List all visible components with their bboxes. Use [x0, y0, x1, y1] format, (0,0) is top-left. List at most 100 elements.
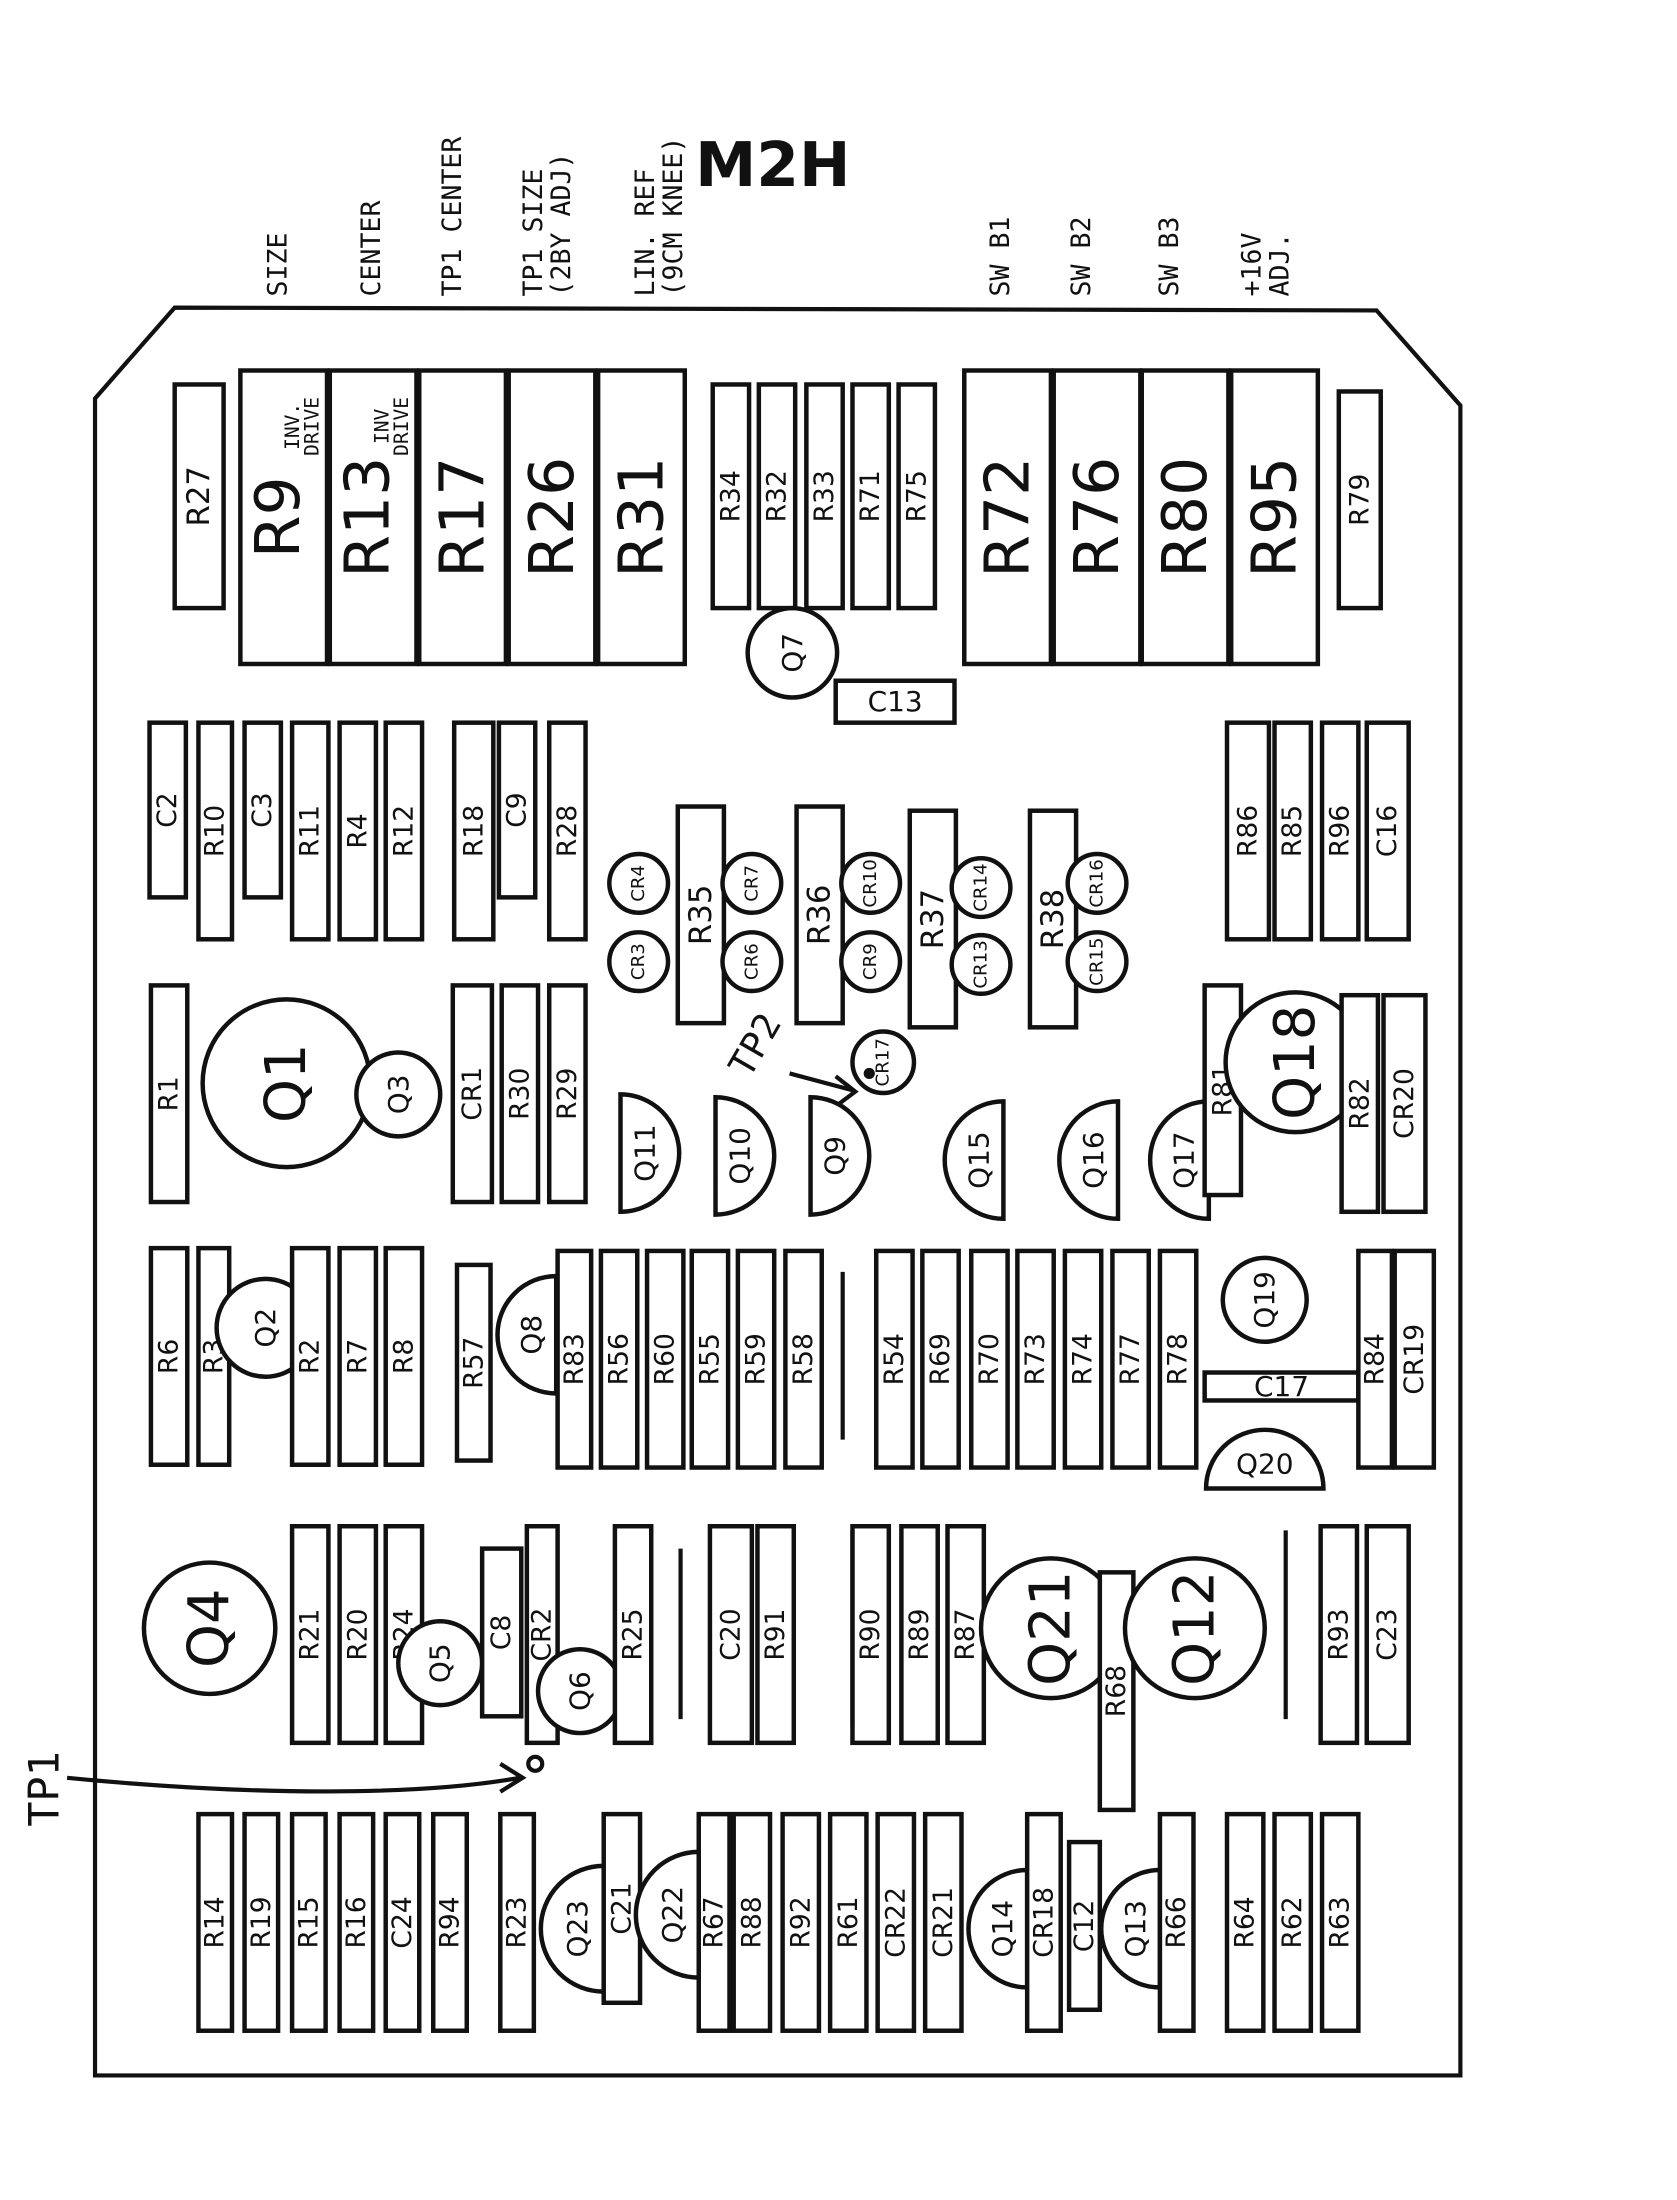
- component-r64: R64: [1224, 1811, 1266, 2033]
- component-c12: C12: [1066, 1839, 1103, 2013]
- component-c23-label: C23: [1372, 1608, 1403, 1660]
- component-r14-body: [196, 1811, 235, 2033]
- component-r74-label: R74: [1068, 1333, 1099, 1385]
- component-c9-label: C9: [502, 792, 533, 827]
- component-q2-label: Q2: [249, 1308, 282, 1348]
- component-r6: R6: [148, 1245, 190, 1467]
- component-r90: R90: [850, 1524, 892, 1746]
- component-q9: Q9: [808, 1094, 872, 1217]
- component-r78-body: [1157, 1248, 1199, 1470]
- component-c21-label: C21: [606, 1882, 637, 1934]
- component-q22: Q22: [633, 1849, 701, 1980]
- tp1-point[interactable]: [526, 1754, 545, 1773]
- component-c2-body: [147, 720, 189, 900]
- component-r34: R34: [710, 382, 752, 611]
- component-r56-body: [598, 1248, 640, 1470]
- component-r18-body: [451, 720, 496, 942]
- component-q16-label: Q16: [1077, 1131, 1110, 1189]
- component-r36-label: R36: [802, 885, 838, 945]
- component-cr21-label: CR21: [928, 1887, 959, 1958]
- component-r10: R10: [196, 720, 235, 942]
- component-r71-label: R71: [855, 470, 886, 522]
- test-point-tp1[interactable]: TP1: [20, 1751, 545, 1827]
- component-r60: R60: [644, 1248, 686, 1470]
- component-r1-body: [148, 983, 190, 1205]
- component-r78-label: R78: [1163, 1333, 1194, 1385]
- component-q9-body: [808, 1094, 872, 1217]
- component-cr21: CR21: [922, 1811, 964, 2033]
- component-c12-label: C12: [1069, 1900, 1100, 1952]
- component-r10-body: [196, 720, 235, 942]
- component-r27-label: R27: [181, 466, 217, 526]
- component-cr4: CR4: [607, 851, 671, 915]
- component-q17: Q17: [1147, 1099, 1212, 1222]
- component-r85-body: [1272, 720, 1314, 942]
- component-r63-body: [1319, 1811, 1361, 2033]
- component-q18-label: Q18: [1263, 1005, 1328, 1120]
- component-r7-label: R7: [342, 1339, 373, 1374]
- component-cr10-body: [839, 851, 903, 915]
- component-r14: R14: [196, 1811, 235, 2033]
- component-c3-label: C3: [247, 792, 278, 827]
- component-c17-body: [1202, 1370, 1361, 1403]
- component-r77-label: R77: [1115, 1333, 1146, 1385]
- component-q13-label: Q13: [1119, 1900, 1152, 1958]
- component-r37: R37: [907, 808, 959, 1030]
- component-q14-body: [966, 1867, 1030, 1990]
- component-r94-body: [430, 1811, 470, 2033]
- component-r13-note: INV: [371, 409, 394, 445]
- component-cr3: CR3: [607, 930, 671, 994]
- component-c24: C24: [383, 1811, 422, 2033]
- component-r60-body: [644, 1248, 686, 1470]
- component-r28-body: [546, 720, 588, 942]
- adjustment-label: TP1 CENTER: [437, 137, 468, 297]
- component-cr19-body: [1392, 1248, 1437, 1470]
- component-r85: R85: [1272, 720, 1314, 942]
- tp2-point[interactable]: [863, 1067, 875, 1080]
- component-r29: R29: [546, 983, 588, 1205]
- component-r82: R82: [1339, 992, 1381, 1215]
- adjustment-label: SW B3: [1154, 217, 1185, 297]
- component-q20-label: Q20: [1236, 1447, 1294, 1480]
- component-r16-body: [337, 1811, 376, 2033]
- component-r58: R58: [783, 1248, 824, 1470]
- component-r7-body: [337, 1245, 379, 1467]
- component-cr1: CR1: [450, 983, 495, 1205]
- component-r89-body: [899, 1524, 940, 1746]
- component-r86: R86: [1224, 720, 1272, 942]
- component-r55: R55: [689, 1248, 731, 1470]
- component-r79-label: R79: [1344, 474, 1375, 526]
- component-r4-body: [337, 720, 379, 942]
- component-r2-body: [289, 1245, 331, 1467]
- component-r8-body: [383, 1245, 425, 1467]
- component-r95-body: [1228, 368, 1321, 667]
- component-r13-body: [327, 368, 419, 667]
- component-cr6: CR6: [720, 930, 784, 994]
- component-r8: R8: [383, 1245, 425, 1467]
- component-r83: R83: [555, 1248, 594, 1470]
- component-c3: C3: [242, 720, 284, 900]
- component-r23-label: R23: [502, 1896, 533, 1948]
- component-c24-body: [383, 1811, 422, 2033]
- component-r66-body: [1157, 1811, 1196, 2033]
- component-r69-body: [920, 1248, 961, 1470]
- component-r91-body: [755, 1524, 797, 1746]
- component-r4-label: R4: [342, 813, 373, 848]
- component-r36-body: [794, 804, 845, 1026]
- component-r71: R71: [850, 382, 892, 611]
- component-c20-label: C20: [715, 1608, 746, 1660]
- component-r59: R59: [735, 1248, 777, 1470]
- component-r87-label: R87: [950, 1608, 981, 1660]
- component-q6-label: Q6: [563, 1671, 596, 1711]
- component-r62-body: [1272, 1811, 1314, 2033]
- component-r92: R92: [780, 1811, 822, 2033]
- component-q13-body: [1099, 1867, 1163, 1990]
- component-cr16-body: [1065, 851, 1129, 915]
- component-r25: R25: [612, 1524, 654, 1746]
- component-r96-body: [1319, 720, 1361, 942]
- component-r21: R21: [289, 1524, 331, 1746]
- component-r8-label: R8: [388, 1339, 419, 1374]
- component-r69: R69: [920, 1248, 961, 1470]
- component-cr20-body: [1381, 992, 1428, 1215]
- adjustment-label: +16V: [1237, 232, 1268, 296]
